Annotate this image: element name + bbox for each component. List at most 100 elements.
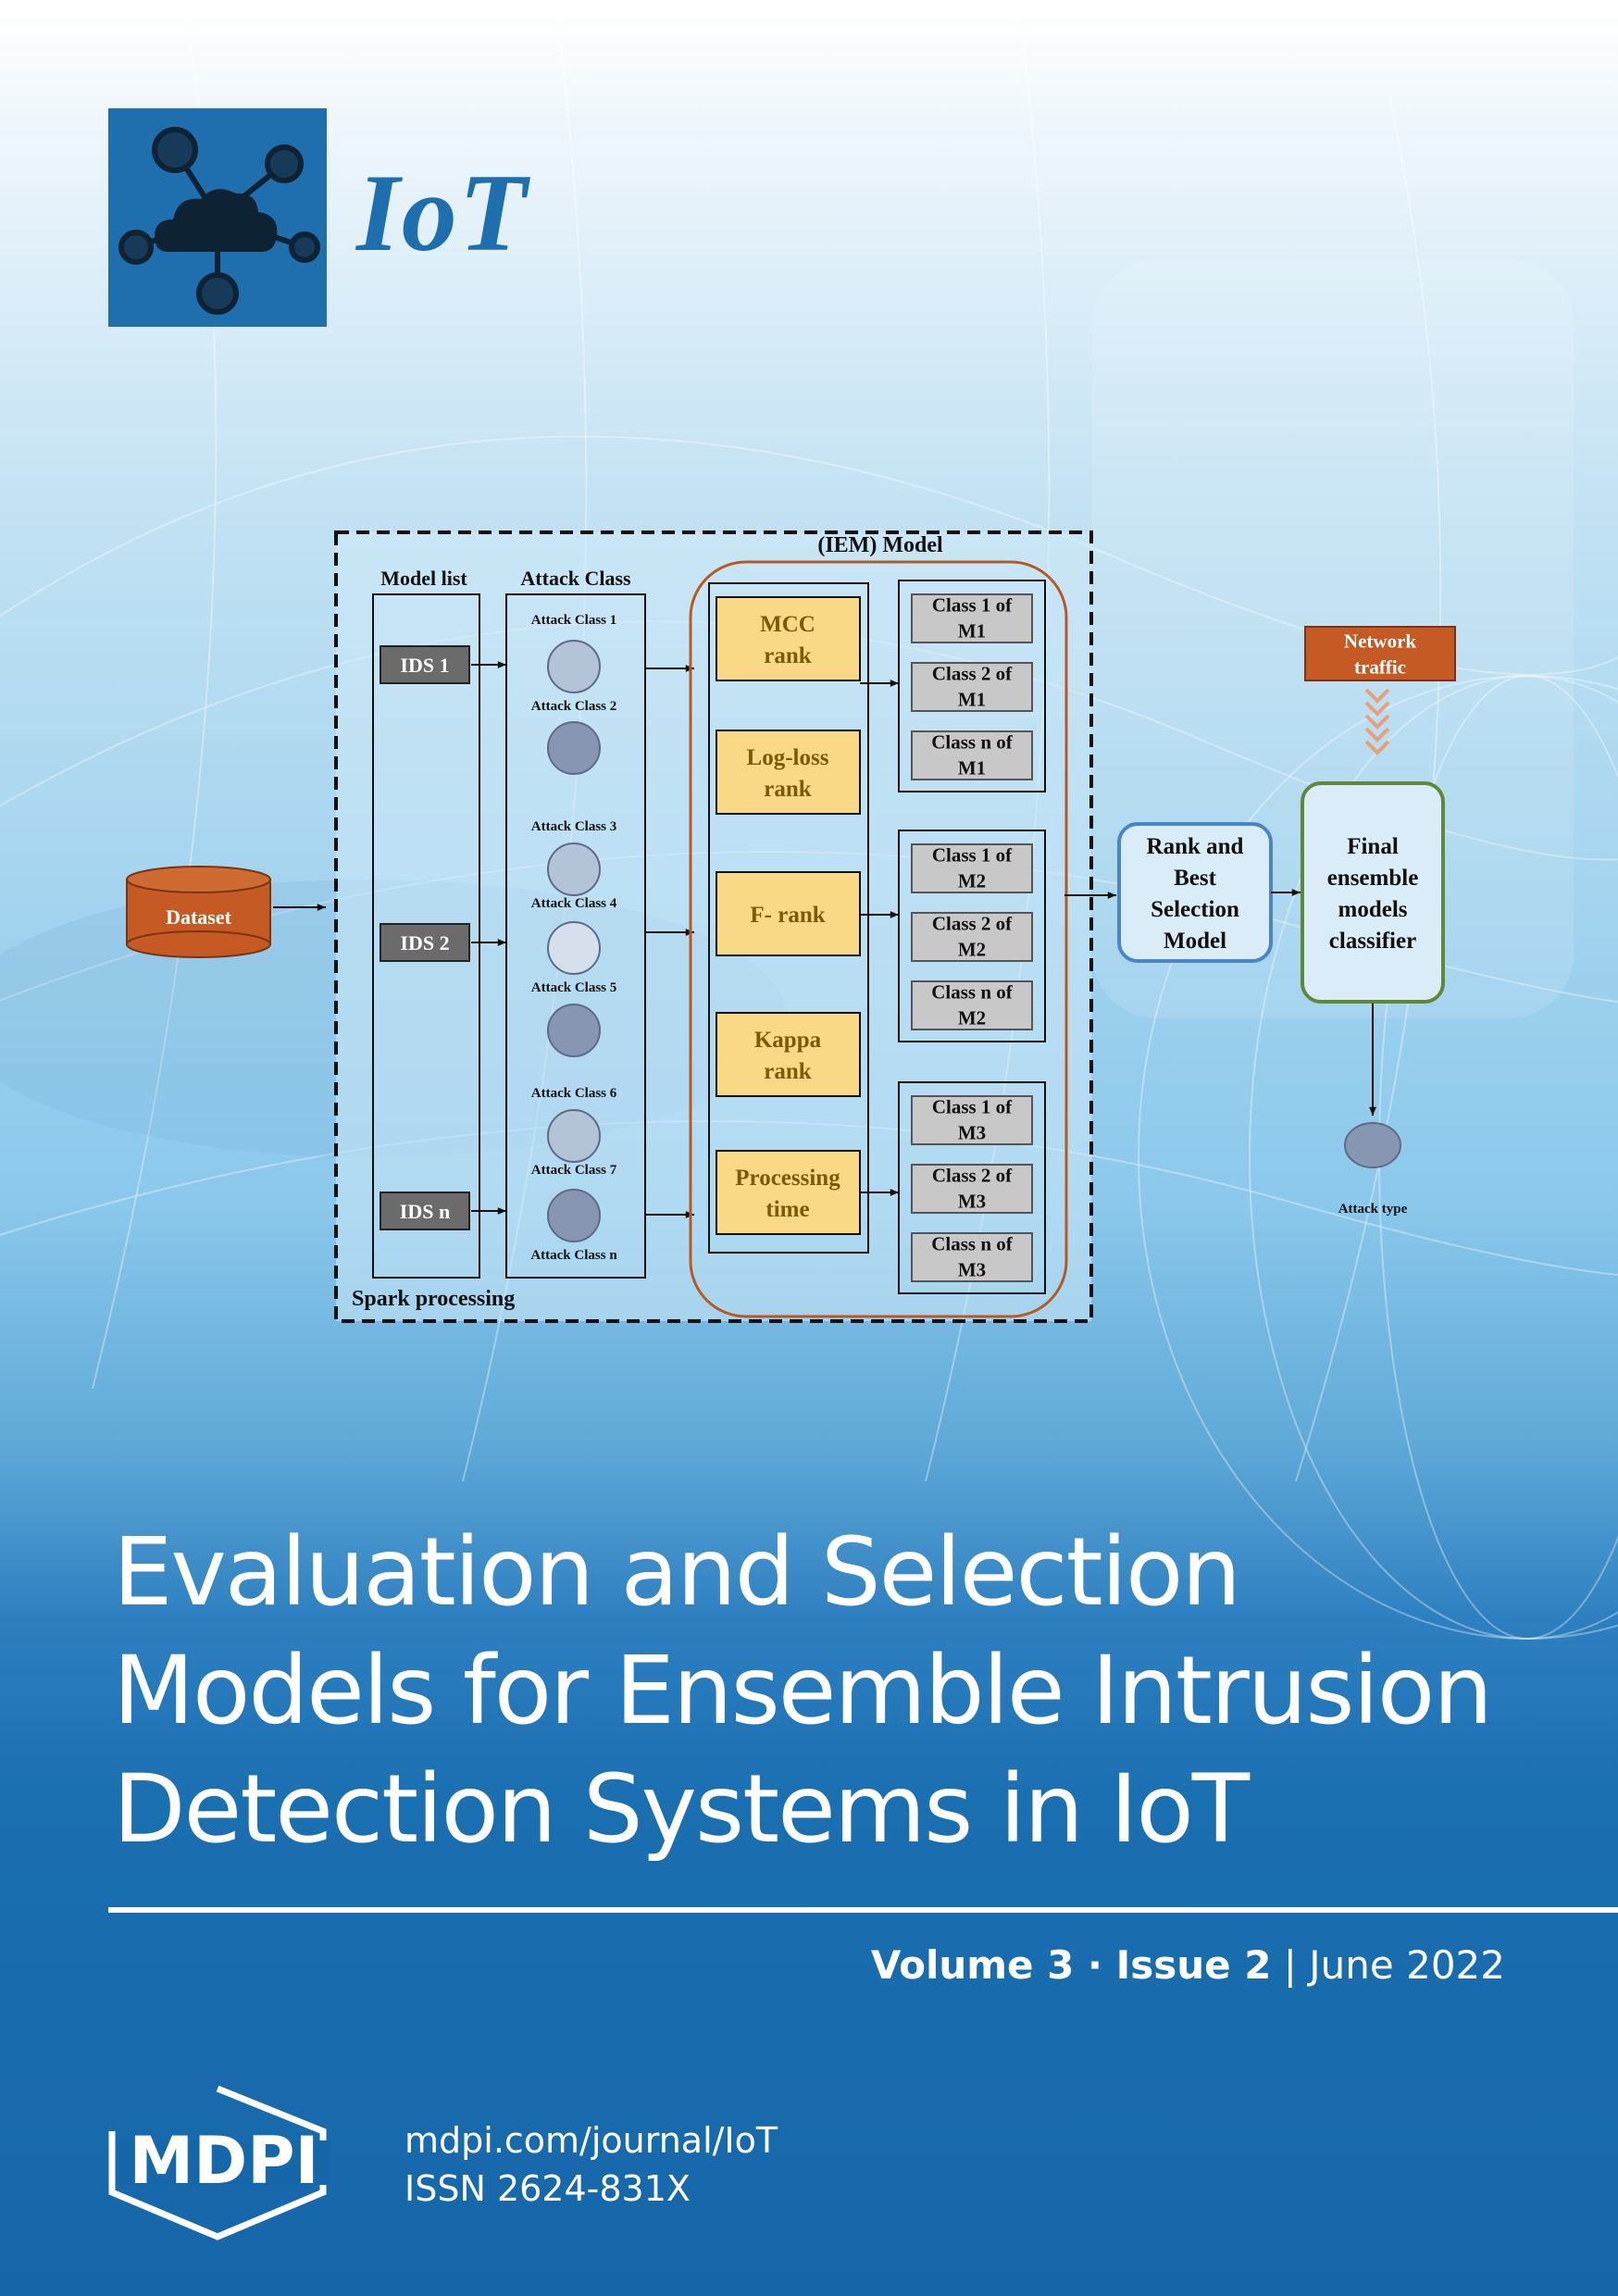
attack-class-node [547,842,601,896]
divider-bar: | [1271,1942,1310,1988]
rank-box [716,730,861,815]
arrowhead [497,1207,506,1215]
class-label: Class 1 of [932,1095,1013,1117]
attack-class-label: Attack Class 2 [531,699,617,714]
ids-label: IDS 2 [400,931,449,955]
class-label: Class n of [931,730,1014,753]
class-label: Class 2 of [932,1164,1013,1186]
spark-label: Spark processing [352,1287,515,1311]
class-label: Class 2 of [932,912,1013,934]
rank-label: time [765,1197,809,1222]
class-box [911,730,1033,780]
arrowhead [497,939,506,946]
dataset-cylinder-top [126,866,271,893]
ids-box [380,645,470,684]
class-label: Class 2 of [932,662,1013,684]
rank-label: rank [764,1059,812,1084]
rank-box [716,1012,861,1097]
arrowhead [890,911,899,918]
class-label: M3 [958,1258,986,1280]
rank-best-label: Model [1164,929,1226,954]
class-group-box [898,830,1046,1042]
network-traffic-label: Network [1344,630,1416,652]
attack-class-node [547,640,601,693]
dataset-label: Dataset [166,905,232,929]
attack-type-label: Attack type [1338,1202,1408,1217]
class-label: M1 [958,619,986,642]
attack-class-node [547,1109,601,1163]
arrowhead [1291,889,1301,896]
rank-label: rank [764,643,812,668]
article-title: Evaluation and Selection Models for Ense… [113,1514,1557,1869]
journal-name: IoT [356,151,529,274]
attack-class-label: Attack Class 1 [531,613,617,628]
arrowhead [317,904,326,911]
cloud-network-icon [118,127,320,315]
title-line: Detection Systems in IoT [113,1754,1250,1865]
class-box [911,1164,1033,1214]
rank-best-label: Rank and [1147,834,1244,859]
class-label: Class n of [931,1232,1014,1254]
rank-label: rank [764,777,812,802]
rank-best-label: Selection [1151,897,1239,922]
arrowhead [1369,1106,1376,1116]
ids-label: IDS n [400,1200,450,1223]
chevron-down-icon [1364,701,1390,717]
mdpi-logo-text: MDPI [129,2123,318,2199]
journal-logo [108,108,327,327]
attack-class-label: Attack Class 3 [531,819,617,834]
final-label: models [1338,897,1408,922]
class-group-box [898,1081,1046,1294]
model-list-box [372,593,480,1279]
class-box [911,912,1033,962]
class-label: M2 [958,869,986,892]
class-label: Class 1 of [932,843,1013,866]
attack-class-box [505,593,646,1279]
attack-class-node [547,921,601,975]
hexagon-icon: MDPI [108,2085,330,2240]
chevron-down-icon [1364,727,1390,742]
class-box [911,662,1033,712]
attack-class-header: Attack Class [520,567,631,590]
rank-label: MCC [760,612,815,637]
issue-number: Issue 2 [1115,1942,1272,1988]
attack-class-label: Attack Class 6 [531,1086,617,1101]
arrowhead [890,680,899,687]
network-traffic-label: traffic [1354,655,1406,678]
attack-class-node [547,1004,601,1057]
final-label: ensemble [1327,866,1419,891]
network-traffic-box [1304,626,1456,681]
class-box [911,1232,1033,1282]
class-label: M3 [958,1190,986,1212]
attack-type-node [1344,1122,1401,1168]
ids-box [380,1192,470,1230]
class-label: Class 1 of [932,593,1013,616]
class-box [911,843,1033,893]
issue-date: June 2022 [1309,1942,1505,1988]
rank-best-label: Best [1174,866,1217,891]
journal-url[interactable]: mdpi.com/journal/IoT [404,2120,778,2161]
divider [108,1907,1618,1913]
mdpi-logo: MDPI [108,2083,340,2242]
issn: ISSN 2624-831X [404,2168,691,2209]
rank-label: Kappa [754,1028,822,1053]
final-label: classifier [1329,929,1416,954]
attack-class-label: Attack Class 4 [531,896,617,911]
rank-box [716,596,861,681]
ids-box [380,923,470,962]
rank-label: Processing [735,1166,840,1191]
attack-class-label: Attack Class 5 [531,980,617,995]
class-box [911,1095,1033,1145]
chevron-down-icon [1364,714,1390,730]
arrowhead [497,661,506,668]
title-line: Evaluation and Selection [113,1517,1241,1628]
class-group-box [898,580,1046,792]
iem-container [689,560,1068,1318]
class-box [911,593,1033,643]
separator: · [1074,1942,1116,1988]
rank-label: F- rank [750,903,825,928]
title-line: Models for Ensemble Intrusion [113,1636,1493,1746]
volume: Volume 3 [870,1942,1075,1988]
class-label: M2 [958,1006,986,1029]
